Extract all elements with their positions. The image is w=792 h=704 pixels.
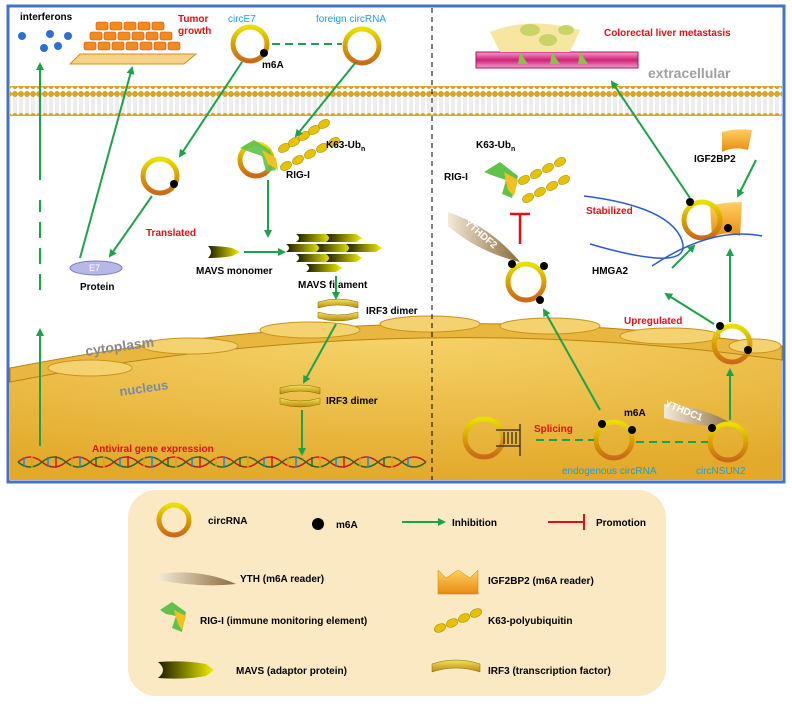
legend-m6a-icon xyxy=(312,518,324,530)
circrna-ring-circE7 xyxy=(230,24,270,64)
label-nucleus: nucleus xyxy=(118,377,169,399)
label-colorectal: Colorectal liver metastasis xyxy=(604,28,731,39)
dna-helix xyxy=(17,456,427,468)
label-stabilized: Stabilized xyxy=(586,206,633,217)
legend-rigi-icon xyxy=(160,602,186,632)
legend-igf2bp2: IGF2BP2 (m6A reader) xyxy=(488,576,594,587)
mavs-monomer-icon xyxy=(208,246,240,258)
label-irf3-dimer-2: IRF3 dimer xyxy=(326,396,378,407)
label-k63-right: K63-Ubn xyxy=(476,140,515,153)
rigi-complex-left xyxy=(237,140,278,179)
k63-left-sub: n xyxy=(361,146,365,153)
legend-circrna-icon xyxy=(156,502,192,538)
text-line: growth xyxy=(178,26,211,37)
nucleus-region xyxy=(10,335,782,480)
label-igf2bp2: IGF2BP2 xyxy=(694,154,736,165)
label-foreign-circrna: foreign circRNA xyxy=(316,14,386,25)
legend-inhibition: Inhibition xyxy=(452,518,497,529)
label-m6A-right: m6A xyxy=(624,408,646,419)
left-panel-arrows xyxy=(36,61,357,456)
ythdf2-reader-icon xyxy=(448,212,520,262)
label-extracellular: extracellular xyxy=(648,65,731,81)
label-circnsun2: circNSUN2 xyxy=(696,466,746,477)
k63-right-main: K63-Ub xyxy=(476,140,511,151)
ythdc1-reader-icon xyxy=(664,404,736,427)
legend-mavs: MAVS (adaptor protein) xyxy=(236,666,347,677)
circrna-ring-upregulated xyxy=(711,322,753,365)
legend-promotion: Promotion xyxy=(596,518,646,529)
label-irf3-dimer-1: IRF3 dimer xyxy=(366,306,418,317)
legend-igf2bp2-icon xyxy=(437,569,479,595)
circrna-ring-splicing xyxy=(462,416,521,460)
legend-irf3-icon xyxy=(431,659,481,673)
k63-chain-left xyxy=(278,119,340,171)
label-circE7: circE7 xyxy=(228,14,256,25)
legend-rigi: RIG-I (immune monitoring element) xyxy=(200,616,367,627)
tumor-growth-line: Tumor xyxy=(178,14,208,25)
tumor-tissue-icon xyxy=(68,21,198,65)
label-translated: Translated xyxy=(146,228,196,239)
legend-yth: YTH (m6A reader) xyxy=(240,574,324,585)
e7-protein-icon xyxy=(69,260,123,276)
promotion-bar-ythdf2 xyxy=(510,212,530,244)
right-panel-arrows xyxy=(536,80,757,443)
label-rigi-left: RIG-I xyxy=(286,170,310,181)
legend-yth-icon xyxy=(158,572,236,586)
irf3-dimer-cytoplasm-icon xyxy=(317,298,359,322)
label-mavs-filament: MAVS filament xyxy=(298,280,368,291)
legend-panel xyxy=(128,490,666,696)
circrna-ring-circnsun2 xyxy=(707,421,749,463)
label-e7: E7 xyxy=(89,263,100,273)
legend-promotion-icon xyxy=(548,514,585,530)
label-splicing: Splicing xyxy=(534,424,573,435)
hmga2-mrna-tail xyxy=(651,233,763,267)
legend-k63-icon xyxy=(434,608,482,633)
circrna-ring-translated xyxy=(140,156,180,196)
circrna-ring-stabilized xyxy=(681,198,742,241)
irf3-dimer-nucleus-icon xyxy=(279,384,321,408)
colorectal-tissue-icon xyxy=(475,23,639,69)
label-m6A-left: m6A xyxy=(262,60,284,71)
circrna-ring-endogenous xyxy=(593,419,636,461)
igf2bp2-reader-icon xyxy=(722,129,752,152)
label-interferons: interferons xyxy=(20,12,73,23)
label-k63-left: K63-Ubn xyxy=(326,140,365,153)
nuclear-envelope-cells xyxy=(47,315,782,377)
circrna-ring-foreign xyxy=(342,26,382,66)
label-endogenous: endogenous circRNA xyxy=(562,466,657,477)
legend-m6a: m6A xyxy=(336,520,358,531)
k63-left-main: K63-Ub xyxy=(326,140,361,151)
k63-chain-right xyxy=(518,157,570,203)
legend-irf3: IRF3 (transcription factor) xyxy=(488,666,611,677)
legend-k63: K63-polyubiquitin xyxy=(488,616,572,627)
legend-mavs-icon xyxy=(158,661,214,679)
rigi-right-icon xyxy=(484,162,518,198)
label-antiviral: Antiviral gene expression xyxy=(92,444,214,455)
label-hmga2: HMGA2 xyxy=(592,266,629,277)
circrna-ring-ythdf2 xyxy=(505,260,548,304)
interferon-stars xyxy=(18,30,72,52)
legend-circrna: circRNA xyxy=(208,516,247,527)
label-mavs-monomer: MAVS monomer xyxy=(196,266,273,277)
label-protein: Protein xyxy=(80,282,114,293)
k63-right-sub: n xyxy=(511,146,515,153)
label-upregulated: Upregulated xyxy=(624,316,682,327)
mavs-filament-icon xyxy=(286,234,382,272)
plasma-membrane xyxy=(10,86,782,116)
hmga2-mrna xyxy=(583,195,684,259)
label-rigi-right: RIG-I xyxy=(444,172,468,183)
